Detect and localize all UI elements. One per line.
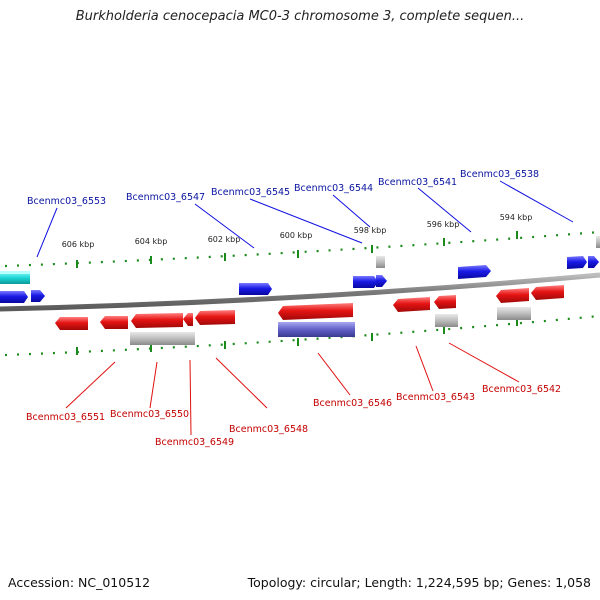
gene-label: Bcenmc03_6549 [155, 437, 234, 448]
gene-arrow-reverse [55, 317, 88, 330]
gene-label: Bcenmc03_6551 [26, 412, 105, 423]
gene-label: Bcenmc03_6543 [396, 392, 475, 403]
gene-label: Bcenmc03_6541 [378, 177, 457, 188]
rna-feature [130, 332, 195, 345]
ruler-label: 596 kbp [427, 220, 460, 229]
gene-label: Bcenmc03_6542 [482, 384, 561, 395]
gene-arrow-reverse [496, 288, 529, 303]
gene-arrow-reverse [195, 310, 235, 325]
gene-arrow-forward [353, 276, 378, 288]
bottom-label-connectors [65, 342, 520, 436]
gene-arrow-forward [376, 275, 387, 287]
gene-label: Bcenmc03_6538 [460, 169, 539, 180]
gene-arrow-forward [31, 290, 45, 302]
rna-feature [497, 307, 531, 320]
rna-feature [376, 256, 385, 268]
reverse-strand-features [55, 285, 564, 345]
gene-label: Bcenmc03_6544 [294, 183, 373, 194]
bottom-gene-labels: Bcenmc03_6551 Bcenmc03_6550 Bcenmc03_654… [26, 384, 561, 448]
gene-label: Bcenmc03_6550 [110, 409, 189, 420]
gene-arrow-forward [0, 291, 28, 303]
ruler-label: 594 kbp [500, 213, 533, 222]
rna-feature [435, 314, 458, 327]
gene-arrow-reverse [393, 297, 430, 312]
gene-arrow-reverse [100, 316, 128, 329]
ruler-label: 606 kbp [62, 240, 95, 249]
rna-feature [596, 236, 600, 248]
gene-arrow-forward [239, 283, 272, 295]
accession-text: Accession: NC_010512 [8, 575, 151, 590]
gene-label: Bcenmc03_6546 [313, 398, 392, 409]
forward-strand-features [0, 236, 600, 303]
gene-label: Bcenmc03_6547 [126, 192, 205, 203]
tick-row-top [4, 230, 600, 268]
gene-arrow-forward [567, 256, 587, 269]
gene-arrow-forward [588, 256, 599, 268]
map-title: Burkholderia cenocepacia MC0-3 chromosom… [75, 9, 525, 24]
purple-feature [278, 322, 355, 337]
gene-label: Bcenmc03_6548 [229, 424, 308, 435]
gene-arrow-reverse [531, 285, 564, 300]
gene-label: Bcenmc03_6553 [27, 196, 106, 207]
ruler-label: 604 kbp [135, 237, 168, 246]
chromosome-backbone [0, 272, 600, 312]
gene-arrow-reverse [183, 313, 193, 326]
top-label-connectors [36, 180, 574, 258]
gene-arrow-reverse [434, 295, 456, 309]
genome-summary-text: Topology: circular; Length: 1,224,595 bp… [247, 575, 591, 590]
cyan-feature [0, 271, 30, 284]
gene-arrow-reverse [131, 313, 183, 328]
ruler-labels: 606 kbp 604 kbp 602 kbp 600 kbp 598 kbp … [62, 213, 533, 249]
ruler-label: 602 kbp [208, 235, 241, 244]
gene-arrow-forward [458, 265, 491, 279]
ruler-label: 598 kbp [354, 226, 387, 235]
gene-arrow-reverse [278, 303, 353, 320]
ruler-label: 600 kbp [280, 231, 313, 240]
gene-label: Bcenmc03_6545 [211, 187, 290, 198]
top-gene-labels: Bcenmc03_6553 Bcenmc03_6547 Bcenmc03_654… [27, 169, 539, 207]
